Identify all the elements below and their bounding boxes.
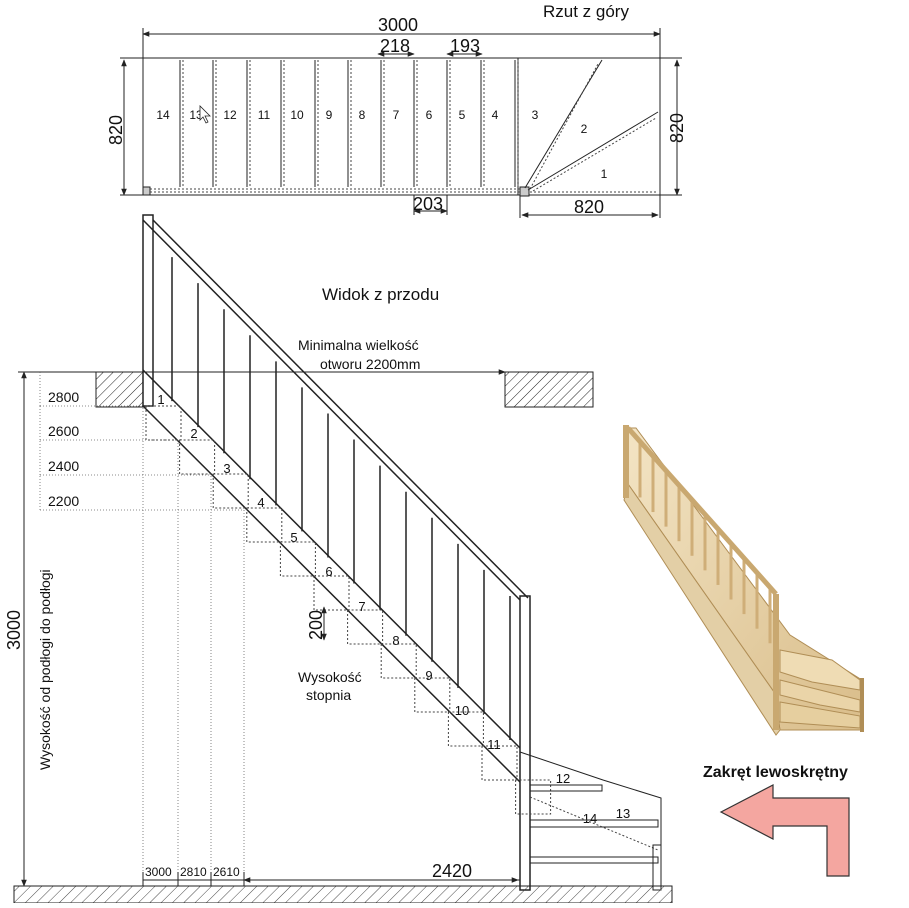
top-step-label: 6: [426, 108, 433, 122]
top-step-label: 13: [189, 108, 203, 122]
bottom-gap-dimension: 203: [413, 194, 443, 214]
opening-label-line1: Minimalna wielkość: [298, 337, 419, 353]
newel-post-bottom: [519, 595, 531, 891]
front-step-label: 14: [583, 811, 597, 826]
bottom-dim-2610: 2610: [213, 865, 240, 879]
floor: [13, 885, 673, 904]
front-view-title: Widok z przodu: [322, 285, 439, 304]
riser-label-line1: Wysokość: [298, 669, 362, 685]
front-step-label: 2: [190, 426, 197, 441]
front-step-label: 12: [556, 771, 570, 786]
top-step-label: 14: [156, 108, 170, 122]
tread-width-dimension: 218: [380, 36, 410, 56]
front-step-label: 9: [425, 668, 432, 683]
depth-dimension-left: 820: [106, 115, 126, 145]
top-step-label: 5: [459, 108, 466, 122]
height-level-label: 2800: [48, 389, 79, 405]
top-step-label: 9: [326, 108, 333, 122]
front-step-label: 4: [257, 495, 264, 510]
top-step-label: 11: [258, 108, 271, 122]
top-step-label: 10: [290, 108, 304, 122]
top-step-label: 4: [492, 108, 499, 122]
handrail: [142, 219, 521, 601]
top-step-label: 12: [223, 108, 237, 122]
winder-profile: [519, 751, 662, 890]
height-level-label: 2400: [48, 458, 79, 474]
front-view: Widok z przodu Minimalna wielkość otworu…: [4, 214, 673, 904]
turn-direction-label: Zakręt lewoskrętny: [703, 764, 848, 781]
width-dimension: 3000: [378, 15, 418, 35]
front-step-label: 8: [392, 633, 399, 648]
front-step-label: 10: [455, 703, 469, 718]
top-step-label: 7: [393, 108, 400, 122]
top-step-label: 8: [359, 108, 366, 122]
top-view-outline: [142, 57, 661, 196]
turn-width-dimension: 820: [574, 197, 604, 217]
cursor-icon: [199, 105, 211, 124]
riser-label-line2: stopnia: [306, 687, 351, 703]
front-step-label: 6: [325, 564, 332, 579]
depth-dimension-right: 820: [667, 113, 687, 143]
run-dimension: 2420: [432, 861, 472, 881]
height-axis-label: Wysokość od podłogi do podłogi: [37, 569, 53, 770]
height-level-label: 2600: [48, 423, 79, 439]
top-step-label: 1: [601, 167, 608, 181]
top-step-label: 2: [581, 122, 588, 136]
ceiling-slab-right: [504, 371, 594, 408]
top-view-title: Rzut z góry: [543, 2, 629, 21]
front-step-label: 3: [223, 461, 230, 476]
riser-dimension: 200: [306, 610, 326, 640]
front-step-label: 11: [487, 737, 501, 752]
bottom-dim-2810: 2810: [180, 865, 207, 879]
front-step-label: 7: [358, 599, 365, 614]
height-level-label: 2200: [48, 493, 79, 509]
bottom-dim-3000: 3000: [145, 865, 172, 879]
front-step-label: 5: [290, 530, 297, 545]
stringer: [142, 405, 521, 783]
stair-illustration: [623, 425, 864, 736]
front-step-label: 13: [616, 806, 630, 821]
newel-post-top: [142, 214, 154, 407]
top-step-label: 3: [532, 108, 539, 122]
ceiling-slab-left: [95, 371, 144, 408]
opening-label-line2: otworu 2200mm: [320, 356, 420, 372]
front-step-label: 1: [157, 392, 164, 407]
tread-depth-dimension: 193: [450, 36, 480, 56]
left-turn-arrow-icon: [719, 784, 850, 877]
height-value: 3000: [4, 610, 24, 650]
